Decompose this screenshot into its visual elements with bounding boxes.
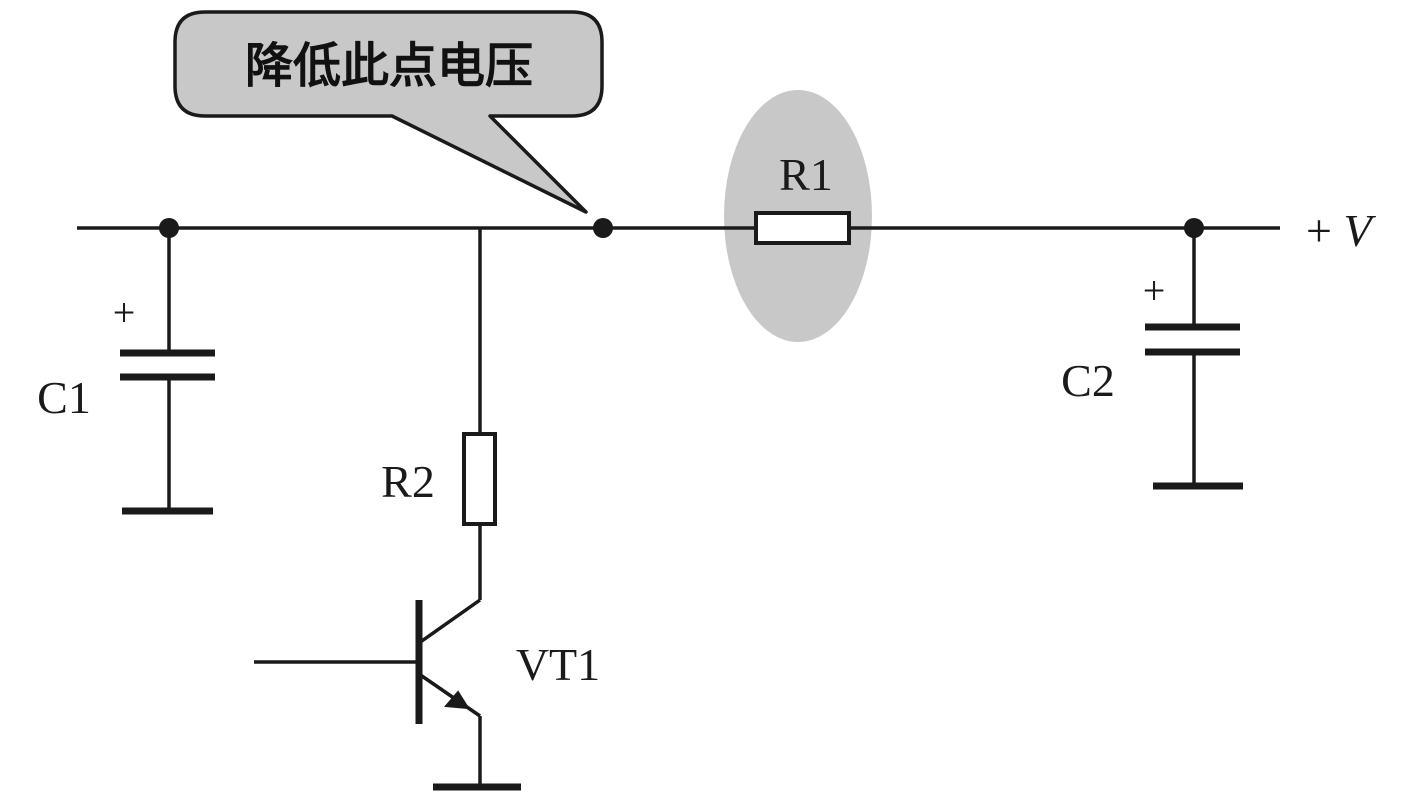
junction-target-point bbox=[593, 218, 613, 238]
callout-text: 降低此点电压 bbox=[245, 38, 533, 94]
junction-c1 bbox=[159, 218, 179, 238]
c2-plus-sign: + bbox=[1143, 268, 1166, 313]
vt1-transistor bbox=[254, 598, 521, 791]
c2-label: C2 bbox=[1061, 355, 1115, 406]
vt1-emitter-arrow-icon bbox=[443, 690, 470, 710]
supply-sign: + bbox=[1306, 205, 1332, 256]
r1-label: R1 bbox=[779, 149, 833, 200]
c1-plus-sign: + bbox=[113, 290, 136, 335]
c1-branch bbox=[120, 228, 215, 515]
supply-symbol: V bbox=[1343, 205, 1376, 256]
vt1-emitter bbox=[418, 672, 481, 718]
callout-bubble: 降低此点电压 bbox=[173, 10, 604, 214]
vt1-label: VT1 bbox=[516, 639, 600, 690]
junction-c2 bbox=[1184, 218, 1204, 238]
supply-label: + V bbox=[1306, 205, 1376, 256]
r2-body bbox=[462, 432, 497, 526]
r2-label: R2 bbox=[381, 456, 435, 507]
c1-label: C1 bbox=[37, 372, 91, 423]
r1-body bbox=[754, 211, 851, 245]
callout-shape bbox=[173, 10, 604, 214]
vt1-collector bbox=[417, 598, 482, 645]
c2-branch bbox=[1145, 228, 1243, 490]
r2-vt1-branch bbox=[462, 228, 497, 600]
